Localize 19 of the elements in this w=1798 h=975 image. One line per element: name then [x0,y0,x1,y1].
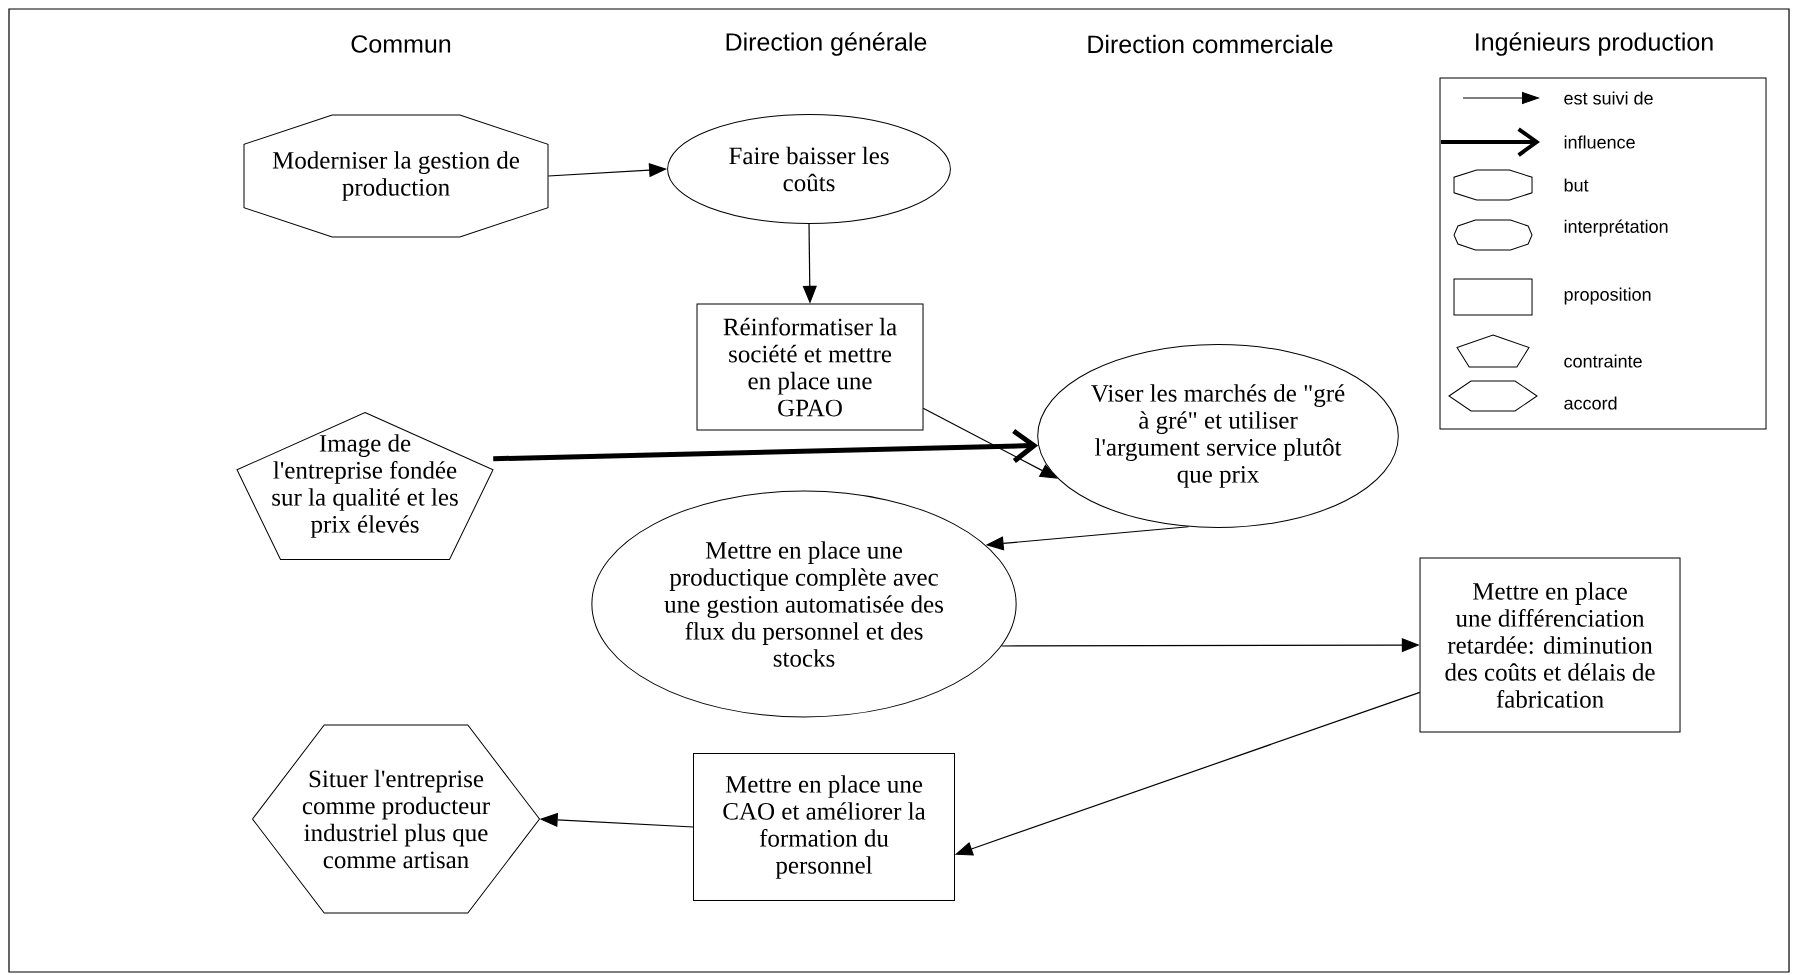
legend-text: interprétation [1564,219,1668,237]
legend-text: accord [1564,396,1617,410]
arrow [922,407,1058,479]
legend-text: contrainte [1564,354,1642,368]
constraint-pentagon: Image de l'entreprise fondée sur la qualité et les prix élevés [236,412,494,560]
column-heading: Direction commerciale [1088,34,1333,54]
legend-text: influence [1564,135,1635,149]
legend-text: proposition [1564,287,1651,305]
proposition-box: Réinformatiser la société et mettre en place une GPAO [696,303,924,431]
agreement-hexagon: Situer l'entreprise comme producteur industriel plus que comme artisan [252,724,540,914]
column-heading: Ingénieurs production [1476,32,1713,56]
column-heading: Direction générale [726,32,927,56]
legend-text: est suivi de [1564,91,1653,105]
arrow [493,429,1039,463]
proposition-box: Mettre en place une différenciation retardée: diminution des coûts et délais de fabrication [1419,557,1681,733]
column-heading: Commun [351,35,451,53]
legend-text: but [1564,178,1589,192]
proposition-box: Mettre en place une CAO et améliorer la formation du personnel [693,753,955,901]
goal-octagon: Moderniser la gestion de production [243,114,549,238]
